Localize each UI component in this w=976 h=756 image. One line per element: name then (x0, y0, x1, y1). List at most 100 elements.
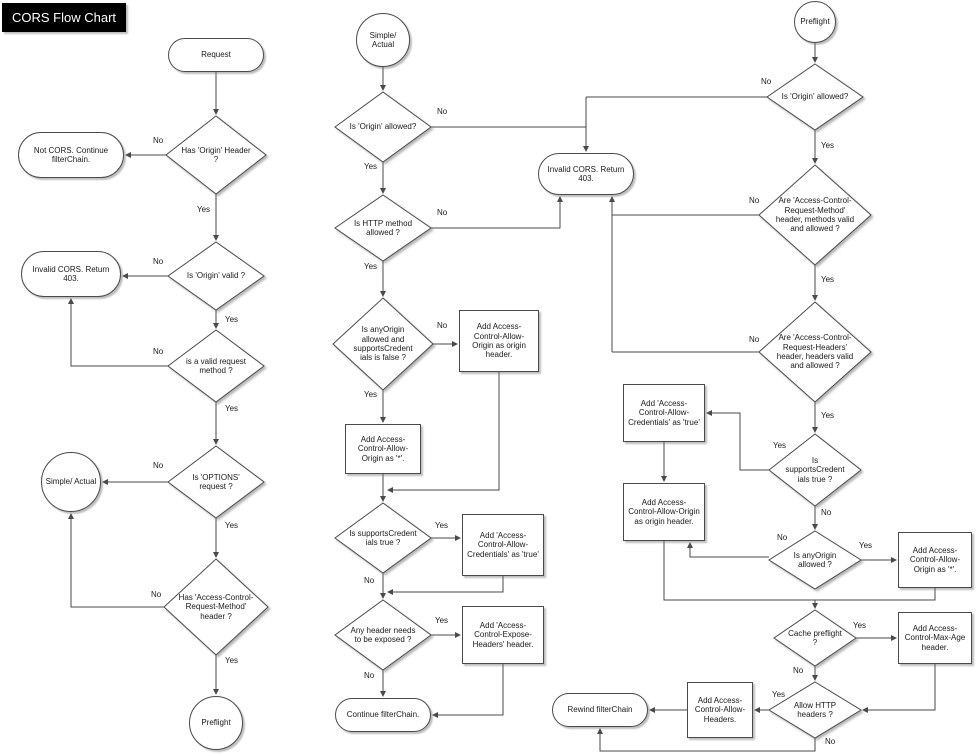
decision-http-method-allowed: Is HTTP method allowed ? (335, 195, 431, 261)
edge-label-no: No (436, 321, 449, 330)
process-add-credentials-true-mid-label: Add 'Access-Control-Allow-Credentials' a… (467, 530, 539, 559)
diamond-shape (767, 64, 863, 130)
edge-label-no: No (748, 335, 761, 344)
diamond-shape (759, 165, 871, 265)
terminal-not-cors-label: Not CORS. Continue filterChain. (33, 145, 109, 164)
process-add-allow-headers-label: Add Access-Control-Allow-Headers. (694, 695, 746, 724)
process-add-acao-origin-mid: Add Access-Control-Allow-Origin as origi… (459, 310, 539, 372)
edge (387, 372, 500, 493)
edge-label-yes: Yes (771, 690, 787, 699)
edge-label-no: No (436, 208, 449, 217)
decision-acrm-valid: Are 'Access-Control-Request-Method' head… (759, 165, 871, 265)
decision-allow-http-headers-label: Allow HTTP headers ? (793, 700, 837, 719)
edge-label-no: No (150, 590, 163, 599)
decision-anyorigin-supportscred: Is anyOrigin allowed and supportsCredent… (333, 298, 433, 390)
edges-group (68, 43, 936, 752)
edge-label-yes: Yes (224, 521, 240, 530)
edge-label-yes: Yes (858, 541, 874, 550)
decision-supports-credentials-right: Is supportsCredent ials true ? (769, 434, 861, 506)
decision-acrm-valid-label: Are 'Access-Control-Request-Method' head… (775, 196, 855, 234)
decision-is-options-request-label: Is 'OPTIONS' request ? (192, 472, 240, 491)
terminal-invalid-cors-mid: Invalid CORS. Return 403. (538, 153, 634, 195)
decision-valid-request-method: is a valid request method ? (168, 330, 264, 402)
connector-preflight-right: Preflight (794, 1, 836, 43)
diamond-shape (168, 446, 264, 518)
edge-label-no: No (792, 666, 805, 675)
chart-title: CORS Flow Chart (2, 3, 127, 32)
edge-label-yes: Yes (434, 616, 450, 625)
diamond-shape (164, 559, 268, 655)
terminal-continue-filterchain-label: Continue filterChain. (346, 710, 420, 720)
edge-label-yes: Yes (196, 205, 212, 214)
process-add-credentials-true-right-label: Add 'Access-Control-Allow-Credentials' a… (628, 398, 700, 427)
edge-label-yes: Yes (820, 141, 836, 150)
process-add-acao-star-right: Add Access-Control-Allow-Origin as '*'. (898, 532, 972, 588)
edge-label-no: No (748, 196, 761, 205)
process-add-acao-origin-right-label: Add Access-Control-Allow-Origin as origi… (628, 497, 700, 526)
edge (597, 728, 816, 752)
terminal-invalid-cors-left-label: Invalid CORS. Return 403. (32, 264, 110, 283)
edge-label-no: No (820, 508, 833, 517)
decision-origin-allowed-right: Is 'Origin' allowed? (767, 64, 863, 130)
decision-is-origin-valid: Is 'Origin' valid ? (168, 242, 264, 310)
process-add-credentials-true-mid: Add 'Access-Control-Allow-Credentials' a… (462, 514, 544, 576)
process-add-acao-star-mid: Add Access-Control-Allow-Origin as '*'. (345, 424, 421, 474)
connector-simple-actual-left: Simple/ Actual (41, 452, 101, 512)
decision-allow-http-headers: Allow HTTP headers ? (769, 682, 861, 738)
edge-label-no: No (152, 257, 165, 266)
decision-has-origin-header-label: Has 'Origin' Header ? (181, 145, 251, 164)
process-add-expose-headers-label: Add 'Access-Control-Expose-Headers' head… (472, 620, 534, 649)
terminal-invalid-cors-mid-label: Invalid CORS. Return 403. (547, 164, 625, 183)
connector-simple-actual-mid: Simple/ Actual (356, 13, 410, 67)
decision-cache-preflight: Cache preflight ? (774, 610, 856, 666)
decision-has-acrm-header-label: Has 'Access-Control-Request-Method' head… (178, 592, 254, 621)
diamond-shape (769, 531, 861, 589)
connector-preflight-right-label: Preflight (800, 17, 830, 27)
edge-label-yes: Yes (434, 521, 450, 530)
diamond-shape (166, 116, 266, 194)
diamond-shape (168, 242, 264, 310)
diamond-shape (335, 195, 431, 261)
edge-label-yes: Yes (363, 262, 379, 271)
edge (815, 588, 936, 601)
terminal-invalid-cors-left: Invalid CORS. Return 403. (21, 251, 121, 297)
decision-anyorigin-allowed-right-label: Is anyOrigin allowed ? (793, 550, 837, 569)
edge-label-yes: Yes (363, 390, 379, 399)
decision-any-header-exposed-label: Any header needs to be exposed ? (350, 625, 416, 644)
edge-label-no: No (152, 461, 165, 470)
connector-simple-actual-mid-label: Simple/ Actual (369, 30, 397, 49)
decision-cache-preflight-label: Cache preflight ? (788, 628, 842, 647)
edge-label-no: No (760, 77, 773, 86)
diamond-shape (774, 610, 856, 666)
edge-label-no: No (363, 576, 376, 585)
edge-label-yes: Yes (772, 441, 788, 450)
decision-is-options-request: Is 'OPTIONS' request ? (168, 446, 264, 518)
edge-label-yes: Yes (224, 315, 240, 324)
diamond-shape (759, 302, 871, 402)
edge-label-no: No (152, 347, 165, 356)
decision-acrh-valid: Are 'Access-Control-Request-Headers' hea… (759, 302, 871, 402)
edge-label-yes: Yes (820, 275, 836, 284)
process-add-allow-headers: Add Access-Control-Allow-Headers. (687, 682, 753, 738)
diamond-shape (168, 330, 264, 402)
decision-valid-request-method-label: is a valid request method ? (185, 356, 246, 375)
process-add-acao-origin-mid-label: Add Access-Control-Allow-Origin as origi… (472, 322, 526, 360)
process-add-acao-star-right-label: Add Access-Control-Allow-Origin as '*'. (909, 545, 961, 574)
edge (68, 513, 164, 608)
terminal-continue-filterchain: Continue filterChain. (335, 698, 431, 732)
terminal-not-cors: Not CORS. Continue filterChain. (18, 132, 124, 178)
edge (706, 410, 769, 471)
diamond-shape (769, 434, 861, 506)
decision-acrh-valid-label: Are 'Access-Control-Request-Headers' hea… (776, 333, 854, 371)
decision-is-origin-valid-label: Is 'Origin' valid ? (186, 271, 246, 281)
edge-label-yes: Yes (224, 404, 240, 413)
decision-anyorigin-supportscred-label: Is anyOrigin allowed and supportsCredent… (353, 325, 413, 363)
decision-has-origin-header: Has 'Origin' Header ? (166, 116, 266, 194)
diamond-shape (333, 298, 433, 390)
edge-label-no: No (436, 107, 449, 116)
edge (432, 664, 504, 718)
connector-preflight-left: Preflight (189, 696, 243, 750)
edge-label-no: No (824, 737, 837, 746)
